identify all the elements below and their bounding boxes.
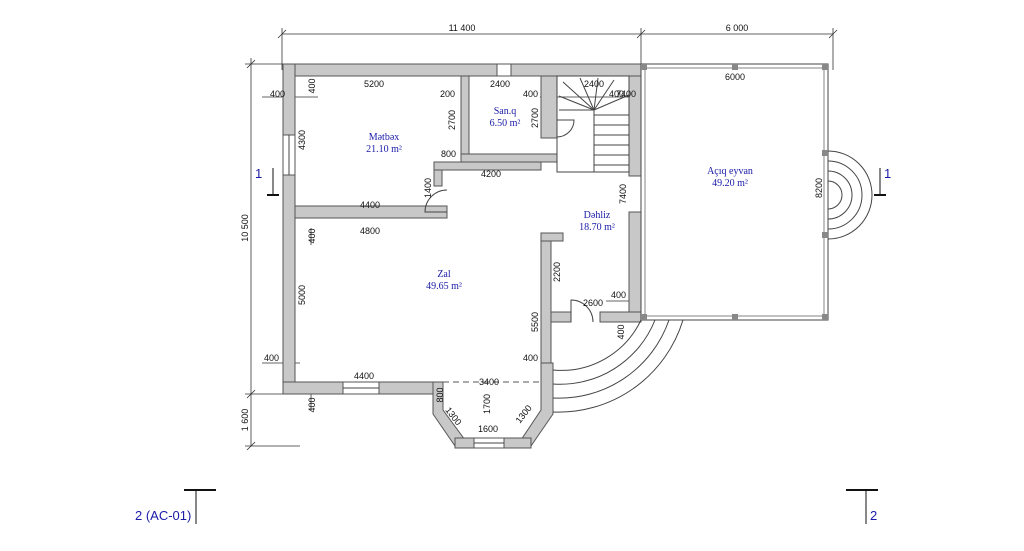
room-zal-name: Zal <box>437 269 451 280</box>
dim-5000: 5000 <box>297 285 307 305</box>
room-sanq-area: 6.50 m² <box>490 118 521 129</box>
dim-3400: 3400 <box>479 377 499 387</box>
dim-7400-b: 7400 <box>618 184 628 204</box>
section-2-right-label: 2 <box>870 508 877 523</box>
dim-4400-b: 4400 <box>354 371 374 381</box>
dim-left-bottom: 1 600 <box>240 409 250 432</box>
dim-400-x: 400 <box>611 290 626 300</box>
dim-4300: 4300 <box>297 130 307 150</box>
dim-1300-b: 1300 <box>514 403 534 425</box>
dim-200: 200 <box>440 89 455 99</box>
dim-400-sq: 400 <box>523 89 538 99</box>
dim-8200: 8200 <box>814 178 824 198</box>
room-metbex-name: Mətbəx <box>369 132 400 143</box>
dim-4400-a: 4400 <box>360 200 380 210</box>
dim-2200: 2200 <box>552 262 562 282</box>
dim-2600: 2600 <box>583 298 603 308</box>
room-sanq-name: San.q <box>494 106 517 117</box>
dim-1600: 1600 <box>478 424 498 434</box>
dim-2400-b: 2400 <box>584 79 604 89</box>
dim-400-y: 400 <box>616 324 626 339</box>
dim-2700-a: 2700 <box>447 110 457 130</box>
dim-400-l: 400 <box>264 353 279 363</box>
dim-400-mid: 400 <box>307 228 317 243</box>
dim-400-top: 400 <box>307 78 317 93</box>
dim-5500: 5500 <box>530 312 540 332</box>
section-1-right-label: 1 <box>884 166 891 181</box>
section-markers <box>184 168 886 524</box>
dim-800-a: 800 <box>441 149 456 159</box>
dim-400-b: 400 <box>307 397 317 412</box>
room-eyvan-name: Açıq eyvan <box>707 166 753 177</box>
room-metbex-area: 21.10 m² <box>366 144 402 155</box>
dim-1400: 1400 <box>423 178 433 198</box>
dim-1700: 1700 <box>482 394 492 414</box>
room-dehliz-area: 18.70 m² <box>579 222 615 233</box>
walls <box>282 63 642 449</box>
dim-6000: 6000 <box>725 72 745 82</box>
dim-4800: 4800 <box>360 226 380 236</box>
room-eyvan-area: 49.20 m² <box>712 178 748 189</box>
room-zal-area: 49.65 m² <box>426 281 462 292</box>
dim-7400-a: 7400 <box>616 89 636 99</box>
dim-2700-b: 2700 <box>530 108 540 128</box>
dim-4200: 4200 <box>481 169 501 179</box>
dim-400-stair: 400 <box>609 89 624 99</box>
dim-top-main: 11 400 <box>449 23 476 33</box>
dim-400-r: 400 <box>523 353 538 363</box>
section-2-left-label: 2 (AC-01) <box>135 508 191 523</box>
staircase <box>556 75 630 173</box>
dim-top-right: 6 000 <box>726 23 749 33</box>
dim-400-tl: 400 <box>270 89 285 99</box>
room-dehliz-name: Dəhliz <box>584 210 611 221</box>
open-terrace <box>552 63 873 413</box>
dim-left-total: 10 500 <box>240 214 250 242</box>
section-1-left-label: 1 <box>255 166 262 181</box>
dim-800-b: 800 <box>435 387 445 402</box>
dim-2400-a: 2400 <box>490 79 510 89</box>
dim-5200: 5200 <box>364 79 384 89</box>
